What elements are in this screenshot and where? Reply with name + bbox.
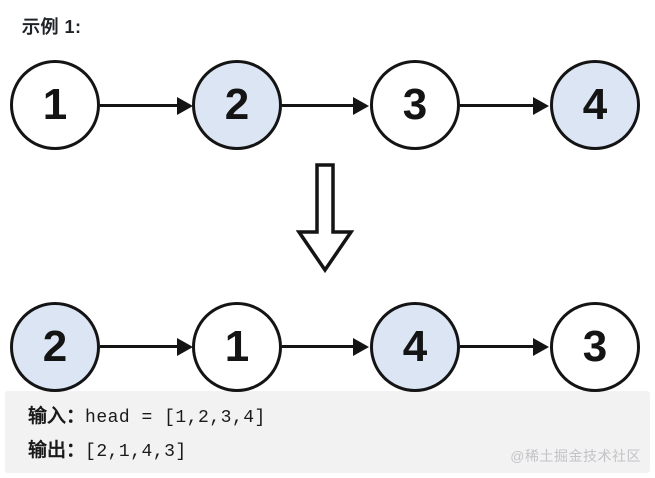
next-arrow-icon — [100, 96, 193, 115]
output-value: [2,1,4,3] — [85, 442, 187, 462]
next-arrow-icon — [282, 96, 369, 115]
io-panel: 输入： head = [1,2,3,4] 输出： [2,1,4,3] @稀土掘金… — [5, 391, 650, 473]
output-label: 输出： — [28, 440, 86, 461]
transform-arrow-icon — [296, 163, 354, 273]
next-arrow-icon — [100, 337, 193, 356]
list-node: 4 — [550, 60, 640, 150]
watermark: @稀土掘金技术社区 — [510, 448, 641, 464]
list-node: 2 — [192, 60, 282, 150]
input-value: head = [1,2,3,4] — [85, 408, 266, 428]
list-node: 4 — [370, 302, 460, 392]
next-arrow-icon — [460, 96, 549, 115]
output-line: 输出： [2,1,4,3] — [28, 435, 187, 462]
list-node: 1 — [10, 60, 100, 150]
next-arrow-icon — [282, 337, 369, 356]
list-node: 3 — [550, 302, 640, 392]
input-line: 输入： head = [1,2,3,4] — [28, 401, 266, 428]
list-node: 3 — [370, 60, 460, 150]
example-title: 示例 1: — [22, 17, 82, 37]
next-arrow-icon — [460, 337, 549, 356]
input-label: 输入： — [28, 406, 86, 427]
list-node: 1 — [192, 302, 282, 392]
list-node: 2 — [10, 302, 100, 392]
